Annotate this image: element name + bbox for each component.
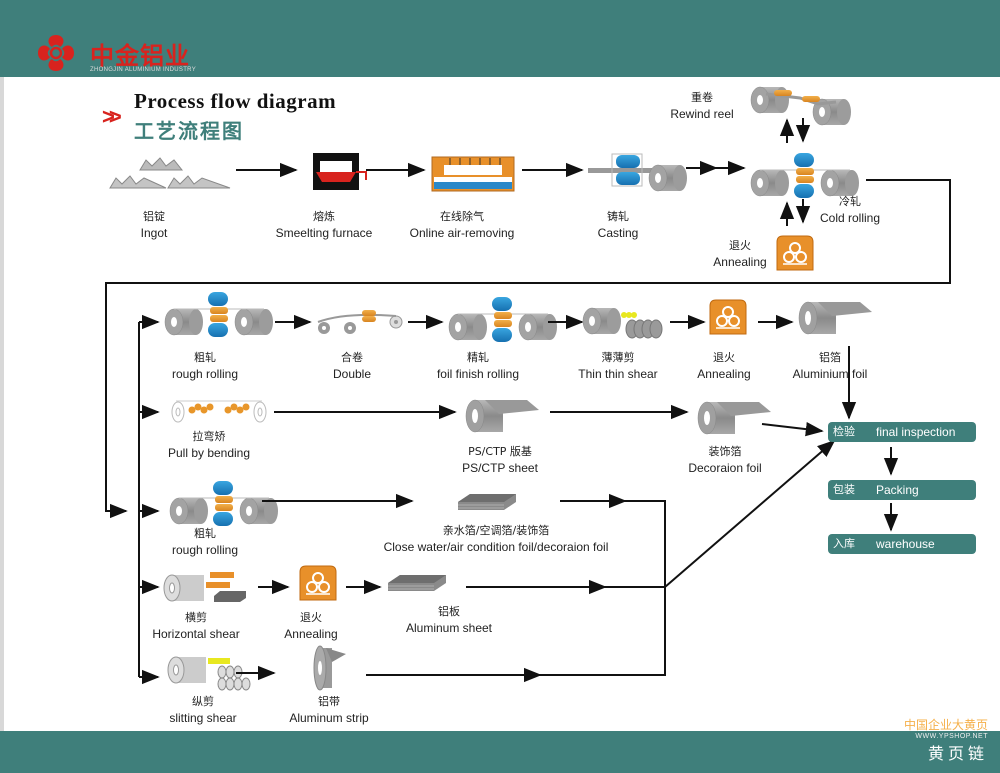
footer-bar [0,731,1000,773]
rough-rolling-icon [165,292,273,337]
connector-line [105,179,951,519]
ingot-icon [109,157,231,189]
ps-ctp-roll-icon [465,399,540,433]
air-removing-icon [431,156,515,192]
rough-rolling-icon [170,481,278,526]
annealing-furnace-icon [709,299,747,335]
connector-line [366,585,666,676]
header-bar [0,0,1000,77]
annealing-furnace-icon [299,565,337,601]
watermark: 中国企业大黄页 WWW.YPSHOP.NET 黄页链 [904,716,988,764]
double-icon [317,310,403,334]
brand-name-en: ZHONGJIN ALUMINIUM INDUSTRY [90,67,196,73]
brand-name-cn: 中金铝业 [90,42,190,70]
decoration-foil-roll-icon [697,401,772,435]
page-border [0,77,4,731]
finish-rolling-icon [449,297,557,342]
aluminium-foil-roll-icon [798,301,873,335]
annealing-furnace-icon [776,235,814,271]
slitting-shear-icon [167,656,251,691]
company-logo-icon [38,35,74,71]
connector-line [560,500,666,585]
watermark-line3: 黄页链 [927,744,988,763]
aluminum-strip-roll-icon [313,645,346,691]
page-title-cn: 工艺流程图 [134,119,244,143]
casting-icon [588,153,688,192]
watermark-line2: WWW.YPSHOP.NET [915,733,988,740]
watermark-line1: 中国企业大黄页 [903,718,988,732]
arrow [761,421,824,437]
horizontal-shear-icon [163,572,246,602]
foil-sheet-stack-icon [457,493,517,511]
aluminum-sheet-stack-icon [387,574,447,592]
arrow [664,439,836,588]
page-title-en: Process flow diagram [134,89,337,113]
thin-shear-icon [582,307,663,339]
smelting-furnace-icon [313,153,367,190]
pull-bending-icon [171,400,267,423]
rewind-reel-icon [750,86,852,126]
cold-rolling-mill-icon [751,153,859,198]
